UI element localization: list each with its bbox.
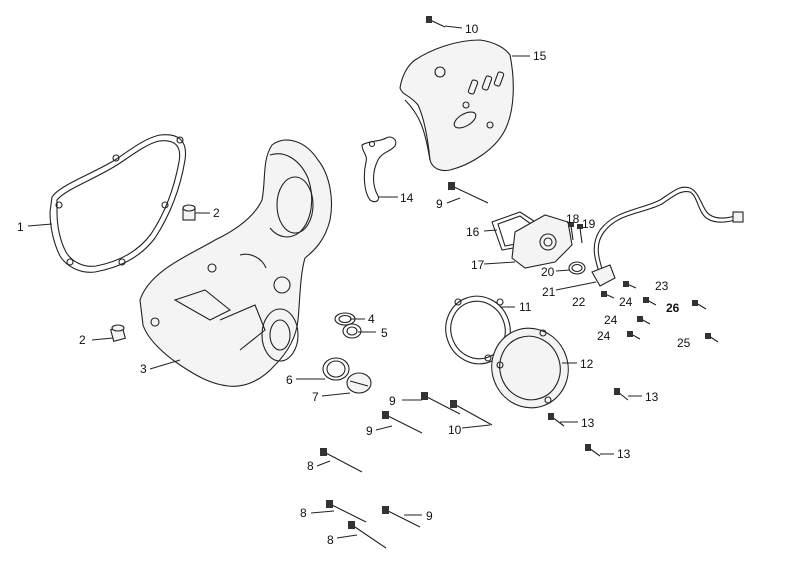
callout-9-d: 9 <box>426 509 433 523</box>
part-13-bolt-c <box>585 444 601 457</box>
part-25-bolt <box>705 333 719 343</box>
callout-8-b: 8 <box>300 506 307 520</box>
part-5-oil-seal <box>342 323 362 339</box>
callout-22: 22 <box>572 295 586 309</box>
callout-16: 16 <box>466 225 480 239</box>
callout-7: 7 <box>312 390 319 404</box>
part-23-bolt <box>623 281 637 289</box>
callout-9-c: 9 <box>366 424 373 438</box>
part-22-bolt <box>601 291 615 299</box>
part-14-bracket <box>361 136 397 203</box>
part-8-bolt-b <box>326 500 367 523</box>
leader-lines <box>27 25 642 539</box>
callout-18: 18 <box>566 212 580 226</box>
callout-15: 15 <box>533 49 547 63</box>
callout-8-c: 8 <box>327 533 334 547</box>
part-12-cover <box>491 327 569 409</box>
part-6-ring <box>322 357 350 381</box>
part-11-gasket <box>445 295 511 365</box>
callout-3: 3 <box>140 362 147 376</box>
callout-6: 6 <box>286 373 293 387</box>
callout-10-top: 10 <box>465 22 479 36</box>
part-9-bolt-d <box>382 506 421 528</box>
callout-labels: 1 2 2 3 4 5 6 7 10 15 14 9 16 17 18 19 2… <box>17 22 691 547</box>
part-9-bolt-b <box>421 392 461 415</box>
callout-2-upper: 2 <box>213 206 220 220</box>
part-26-bolt <box>692 300 707 310</box>
part-18-screw <box>568 222 574 241</box>
callout-20: 20 <box>541 265 555 279</box>
part-13-bolt-a <box>614 388 629 401</box>
part-17-housing <box>511 214 573 269</box>
callout-9-b: 9 <box>389 394 396 408</box>
callout-4: 4 <box>368 312 375 326</box>
part-13-bolt-b <box>548 413 565 427</box>
part-15-cover <box>399 39 514 172</box>
callout-24-a: 24 <box>619 295 633 309</box>
callout-1: 1 <box>17 220 24 234</box>
part-10-bolt-b <box>450 400 493 426</box>
part-1-gasket <box>49 134 187 273</box>
part-9-bolt-a <box>448 182 489 204</box>
part-24-bolt-a <box>643 297 657 306</box>
part-21-sensor-harness <box>591 186 744 287</box>
part-7-plug <box>346 372 372 394</box>
callout-13-c: 13 <box>617 447 631 461</box>
part-19-screw <box>577 224 583 244</box>
part-2-dowel-pin-upper <box>182 204 196 221</box>
part-3-crankcase <box>139 139 333 387</box>
callout-5: 5 <box>381 326 388 340</box>
callout-13-a: 13 <box>645 390 659 404</box>
callout-26: 26 <box>666 301 680 315</box>
callout-24-c: 24 <box>597 329 611 343</box>
part-9-bolt-c <box>382 411 423 434</box>
part-20-o-ring <box>568 261 586 275</box>
part-2-dowel-pin-lower <box>109 324 127 343</box>
part-8-bolt-c <box>348 521 387 549</box>
callout-25: 25 <box>677 336 691 350</box>
callout-10-b: 10 <box>448 423 462 437</box>
callout-9-a: 9 <box>436 197 443 211</box>
part-24-bolt-c <box>627 331 641 340</box>
callout-17: 17 <box>471 258 485 272</box>
callout-21: 21 <box>542 285 556 299</box>
callout-2-lower: 2 <box>79 333 86 347</box>
callout-23: 23 <box>655 279 669 293</box>
callout-24-b: 24 <box>604 313 618 327</box>
callout-19: 19 <box>582 217 596 231</box>
callout-14: 14 <box>400 191 414 205</box>
part-24-bolt-b <box>637 316 651 325</box>
callout-11: 11 <box>519 300 532 314</box>
callout-8-a: 8 <box>307 459 314 473</box>
part-10-bolt-top <box>426 16 446 28</box>
part-8-bolt-a <box>320 448 363 473</box>
callout-12: 12 <box>580 357 594 371</box>
callout-13-b: 13 <box>581 416 595 430</box>
